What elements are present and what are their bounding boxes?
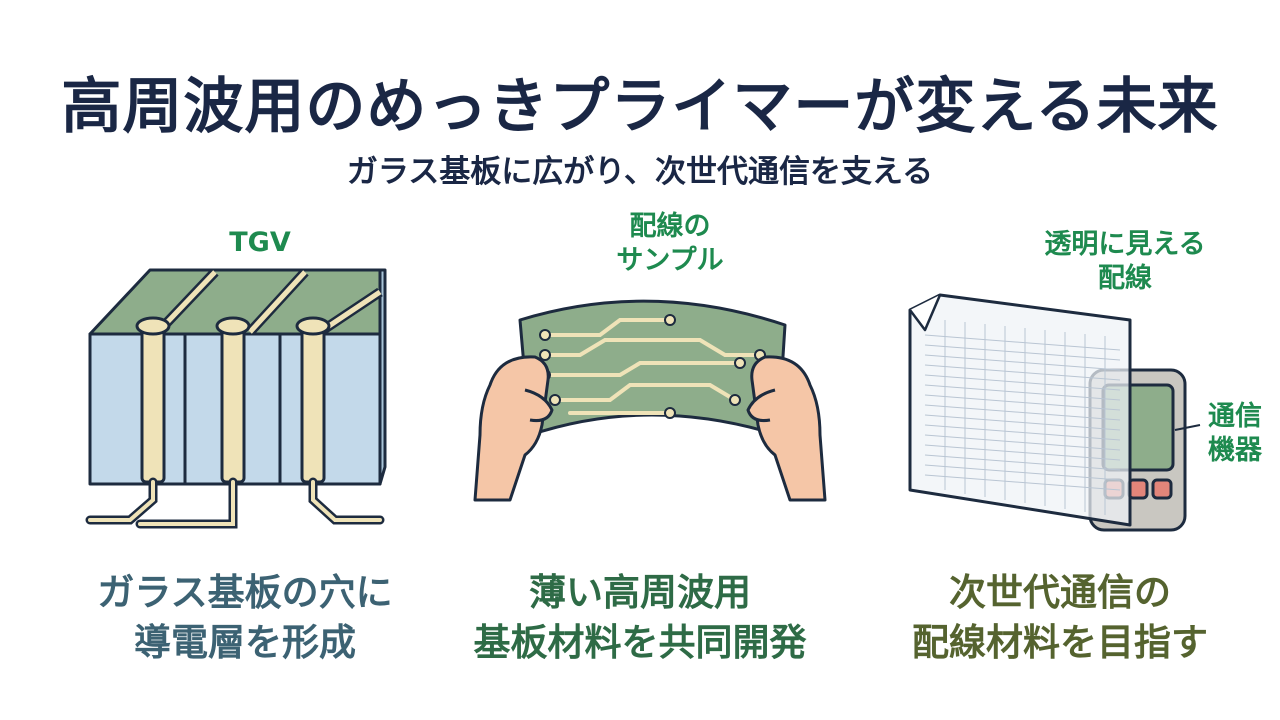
page-title: 高周波用のめっきプライマーが変える未来 — [61, 72, 1219, 142]
device-label: 通信 機器 — [1195, 400, 1275, 468]
caption-line: ガラス基板の穴に — [97, 571, 393, 614]
caption-line: 薄い高周波用 — [529, 571, 751, 614]
label-line: 通信 — [1208, 401, 1262, 432]
tgv-label: TGV — [229, 227, 291, 258]
tgv-glass-substrate-icon — [85, 268, 387, 529]
caption-line: 配線材料を目指す — [912, 621, 1208, 664]
flexible-circuit-sample-icon — [473, 299, 827, 502]
label-line: 配線 — [1098, 263, 1152, 294]
label-line: 機器 — [1208, 435, 1262, 466]
transparent-wiring-device-icon — [908, 293, 1201, 532]
transparent-wiring-label: 透明に見える 配線 — [1010, 228, 1240, 296]
caption-line: 導電層を形成 — [134, 621, 356, 664]
caption-line: 次世代通信の — [949, 571, 1171, 614]
wiring-sample-label: 配線の サンプル — [560, 210, 780, 278]
page-subtitle: ガラス基板に広がり、次世代通信を支える — [346, 154, 934, 190]
label-line: 配線の — [629, 211, 711, 242]
panel-3-caption: 次世代通信の 配線材料を目指す — [870, 568, 1250, 668]
panel-2-caption: 薄い高周波用 基板材料を共同開発 — [440, 568, 840, 668]
panel-1-caption: ガラス基板の穴に 導電層を形成 — [60, 568, 430, 668]
label-line: サンプル — [616, 245, 724, 276]
caption-line: 基板材料を共同開発 — [473, 621, 807, 664]
label-line: 透明に見える — [1044, 229, 1206, 260]
